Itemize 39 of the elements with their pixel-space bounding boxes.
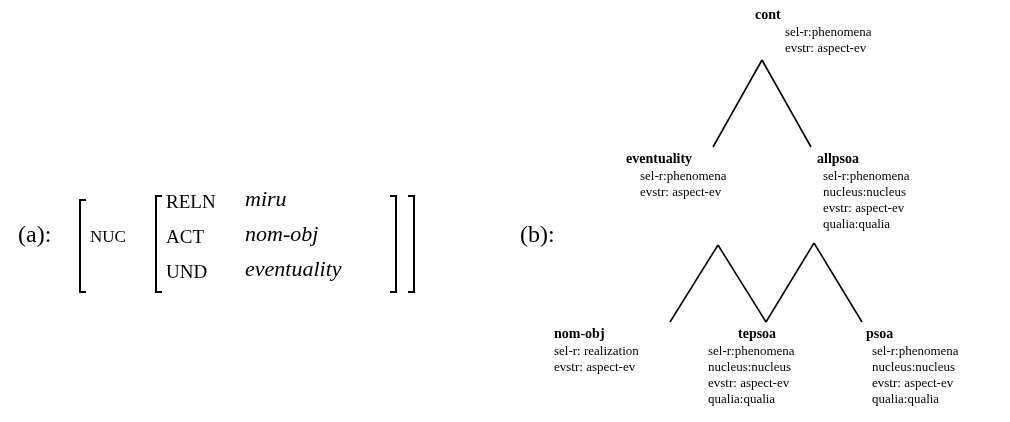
type-name: cont bbox=[755, 6, 782, 24]
attribute-line: sel-r:phenomena bbox=[872, 343, 959, 359]
hierarchy-line bbox=[813, 242, 863, 323]
attribute-line: evstr: aspect-ev bbox=[554, 359, 637, 375]
hierarchy-line bbox=[761, 59, 812, 148]
type-name: tepsoa bbox=[738, 325, 778, 343]
attribute-line: qualia:qualia bbox=[872, 391, 941, 407]
feature-value: miru bbox=[245, 188, 287, 210]
panel-label: (b): bbox=[520, 222, 555, 246]
attribute-line: nucleus:nucleus bbox=[708, 359, 793, 375]
attribute-line: sel-r:phenomena bbox=[708, 343, 795, 359]
attribute-line: nucleus:nucleus bbox=[872, 359, 957, 375]
attribute-line: sel-r:phenomena bbox=[785, 24, 872, 40]
attribute-line: sel-r:phenomena bbox=[823, 168, 910, 184]
type-name: allpsoa bbox=[817, 150, 860, 168]
attribute-line: evstr: aspect-ev bbox=[823, 200, 906, 216]
type-name: nom-obj bbox=[554, 325, 606, 343]
type-name: psoa bbox=[866, 325, 895, 343]
attribute-line: evstr: aspect-ev bbox=[708, 375, 791, 391]
attribute-line: evstr: aspect-ev bbox=[640, 184, 723, 200]
feature-name: NUC bbox=[90, 228, 126, 245]
feature-value: eventuality bbox=[245, 258, 342, 280]
attribute-line: qualia:qualia bbox=[823, 216, 892, 232]
attribute-line: nucleus:nucleus bbox=[823, 184, 908, 200]
attribute-line: evstr: aspect-ev bbox=[872, 375, 955, 391]
attribute-line: sel-r: realization bbox=[554, 343, 639, 359]
hierarchy-line bbox=[712, 59, 763, 148]
attribute-line: sel-r:phenomena bbox=[640, 168, 727, 184]
hierarchy-line bbox=[717, 244, 767, 323]
feature-name: ACT bbox=[166, 227, 204, 246]
feature-value: nom-obj bbox=[245, 223, 319, 245]
hierarchy-line bbox=[669, 244, 719, 323]
panel-label: (a): bbox=[18, 222, 52, 246]
type-name: eventuality bbox=[626, 150, 694, 168]
feature-name: UND bbox=[166, 262, 208, 281]
attribute-line: qualia:qualia bbox=[708, 391, 777, 407]
feature-name: RELN bbox=[166, 192, 216, 211]
attribute-line: evstr: aspect-ev bbox=[785, 40, 868, 56]
hierarchy-line bbox=[765, 242, 815, 323]
